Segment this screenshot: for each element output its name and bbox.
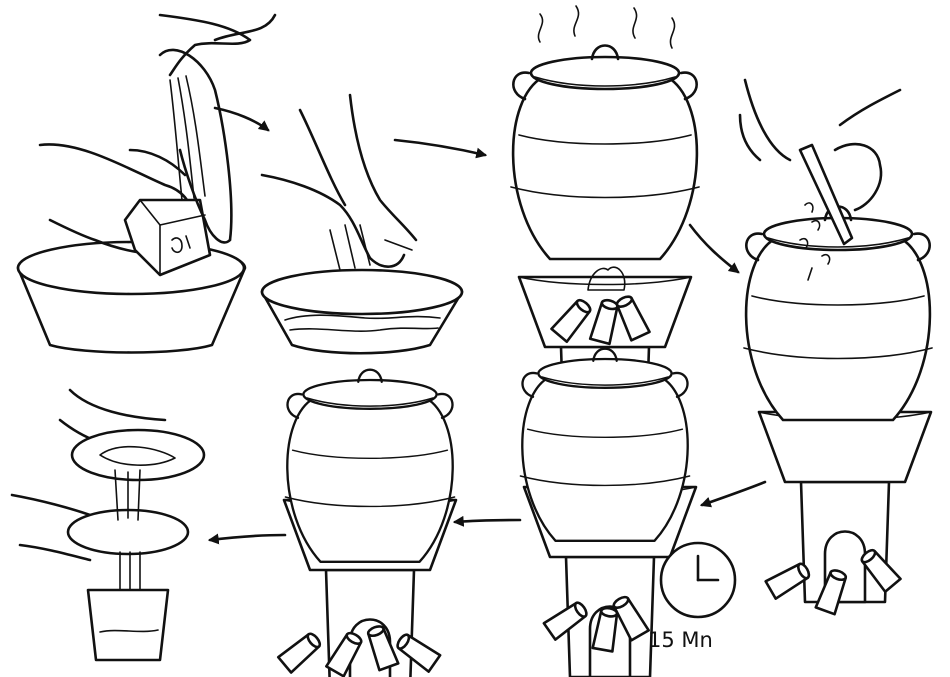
step-1-add-salt <box>18 15 275 353</box>
step-4-add-leaves <box>740 80 932 614</box>
arrow-step6-to-step7 <box>210 535 285 540</box>
filter-into-glass-icon <box>88 470 168 660</box>
arrow-step3-to-step4 <box>690 225 738 272</box>
clock-icon <box>661 543 735 617</box>
chopped-leaves-into-pot-icon <box>744 207 932 421</box>
step-2-wash-leaves <box>262 95 462 353</box>
step-5-simmer: 15 Mn <box>520 349 735 677</box>
step-6-rest <box>278 370 456 677</box>
pot-off-heat-icon <box>285 370 454 562</box>
steam <box>538 6 674 48</box>
step-7-filter <box>12 390 204 660</box>
arrow-step5-to-step6 <box>455 520 520 522</box>
arrow-step2-to-step3 <box>395 140 485 155</box>
steaming-pot-on-stove-icon <box>511 46 699 260</box>
hand-washing-in-basin-icon <box>262 95 416 270</box>
timer-label: 15 Mn <box>648 628 713 652</box>
arrow-step4-to-step5 <box>702 482 765 505</box>
